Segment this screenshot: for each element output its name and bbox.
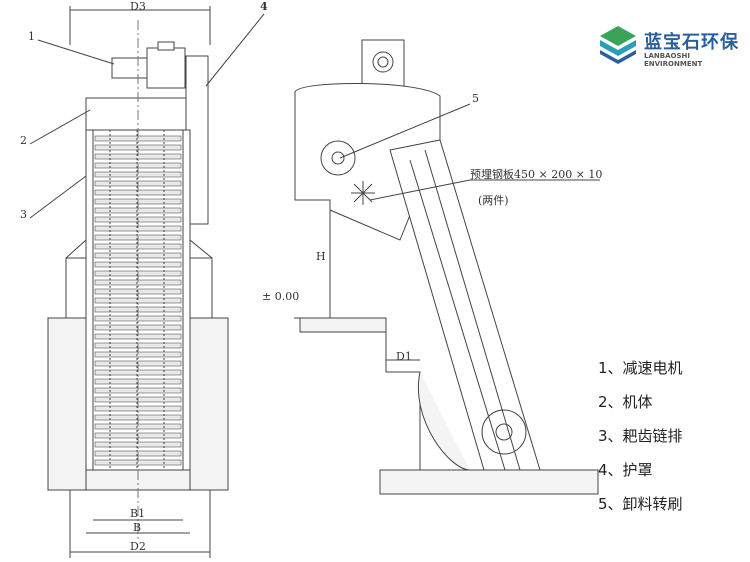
depth-label: D1 xyxy=(396,350,412,363)
legend-item: 3、耙齿链排 xyxy=(598,427,683,445)
callout-3: 3 xyxy=(20,208,27,221)
callout-2: 2 xyxy=(20,134,27,147)
legend-item: 2、机体 xyxy=(598,393,653,411)
level-label: ± 0.00 xyxy=(262,290,300,303)
brand-logo: 蓝宝石环保 LANBAOSHI ENVIRONMENT xyxy=(598,20,748,70)
legend-item: 4、护罩 xyxy=(598,461,653,479)
parts-legend: 1、减速电机 2、机体 3、耙齿链排 4、护罩 5、卸料转刷 xyxy=(598,356,748,526)
legend-item: 5、卸料转刷 xyxy=(598,495,683,513)
logo-mark-icon xyxy=(600,26,636,64)
logo-name-cn: 蓝宝石环保 xyxy=(644,32,739,53)
callout-1: 1 xyxy=(28,30,35,43)
legend-item: 1、减速电机 xyxy=(598,359,683,377)
callout-4: 4 xyxy=(260,0,268,13)
logo-name-en: LANBAOSHI ENVIRONMENT xyxy=(644,52,703,68)
dim-b1: B1 xyxy=(130,507,146,520)
dim-b: B xyxy=(133,521,142,534)
height-label: H xyxy=(316,250,326,263)
dim-d2: D2 xyxy=(130,540,146,553)
plate-qty: (两件) xyxy=(478,194,509,207)
dim-d3: D3 xyxy=(130,0,146,13)
callout-5: 5 xyxy=(472,92,479,105)
plate-note: 预埋钢板450 × 200 × 10 xyxy=(470,168,603,181)
